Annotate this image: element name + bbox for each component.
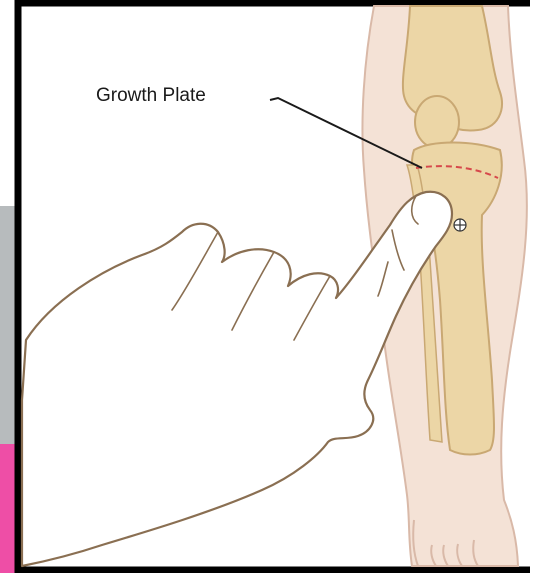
growth-plate-label: Growth Plate: [96, 85, 206, 107]
patella-bone: [415, 96, 459, 148]
crosshair-circle-icon: [454, 219, 466, 231]
illustration-frame: [12, 0, 542, 573]
right-margin: [530, 0, 545, 573]
